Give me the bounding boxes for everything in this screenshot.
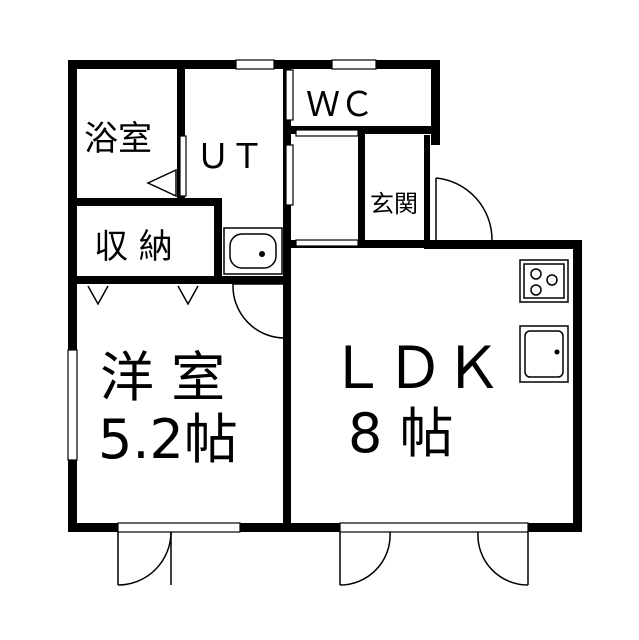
western-room-name: 洋 室	[100, 346, 225, 409]
entrance-label: 玄関	[370, 190, 418, 218]
wc-label: ＷＣ	[306, 85, 374, 125]
ldk-name: ＬＤＫ	[328, 334, 502, 402]
doors	[87, 69, 529, 586]
kitchen-sink-icon	[519, 325, 569, 383]
ldk-size: 8 帖	[348, 402, 454, 465]
western-room-size: 5.2帖	[98, 408, 238, 471]
ut-label: ＵＴ	[196, 137, 264, 177]
storage-label: 収 納	[94, 227, 173, 267]
windows	[67, 59, 529, 533]
washbasin-icon	[223, 227, 283, 275]
stove-icon	[519, 259, 569, 303]
bath-label: 浴室	[84, 119, 152, 159]
